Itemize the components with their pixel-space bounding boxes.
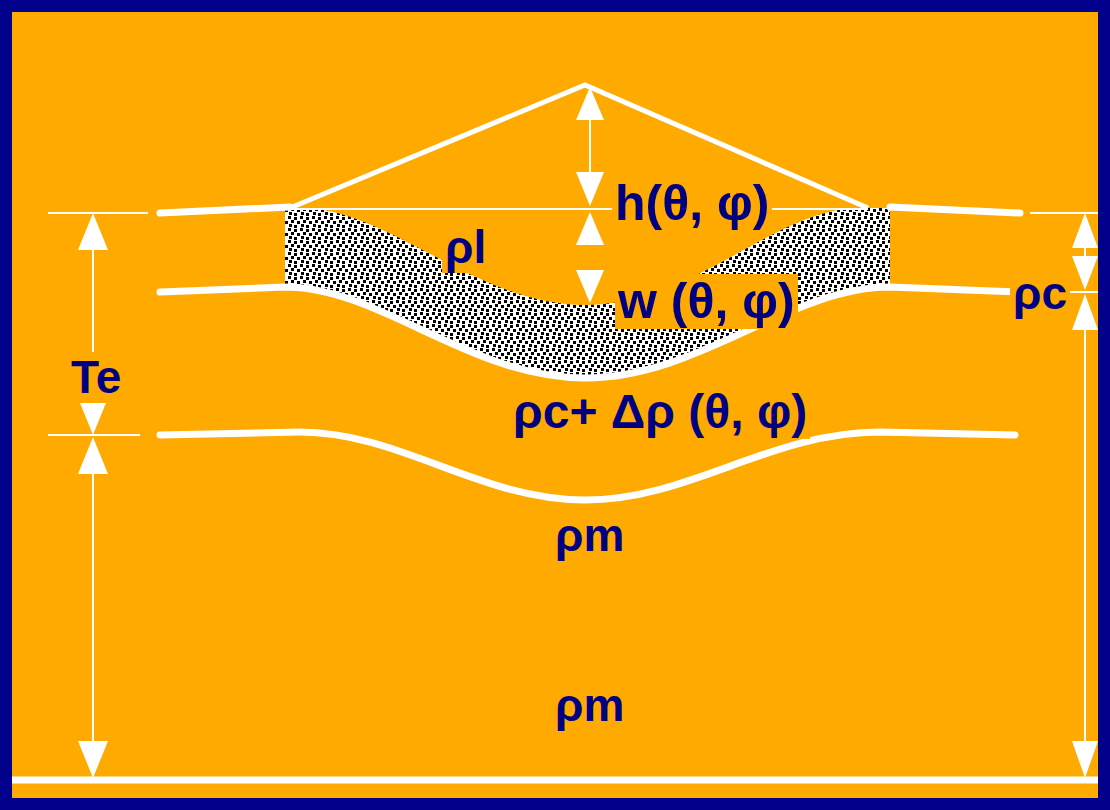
tick-line [48, 212, 148, 214]
math-label: w (θ, φ) [615, 274, 798, 329]
dimension-arrow [1072, 213, 1098, 778]
frame [6, 6, 1104, 804]
infill-region [285, 208, 890, 378]
math-label: h(θ, φ) [612, 176, 772, 231]
dimension-arrow [576, 87, 604, 303]
math-label: ρc [1010, 268, 1070, 319]
math-label: ρm [552, 510, 627, 561]
ground [12, 12, 1098, 798]
tick-line [1030, 212, 1098, 214]
base-line [12, 777, 1098, 784]
surface-line [890, 207, 1020, 213]
moho-line [160, 432, 1015, 500]
tick-line [48, 434, 140, 436]
math-label: ρm [552, 680, 627, 731]
reference-line [290, 208, 868, 210]
load-outline [290, 85, 868, 208]
dimension-arrow [78, 213, 108, 778]
math-label: ρc+ Δρ (θ, φ) [510, 386, 810, 439]
math-label: Te [68, 352, 124, 403]
math-label: ρl [442, 222, 489, 273]
surface-line [160, 207, 290, 213]
